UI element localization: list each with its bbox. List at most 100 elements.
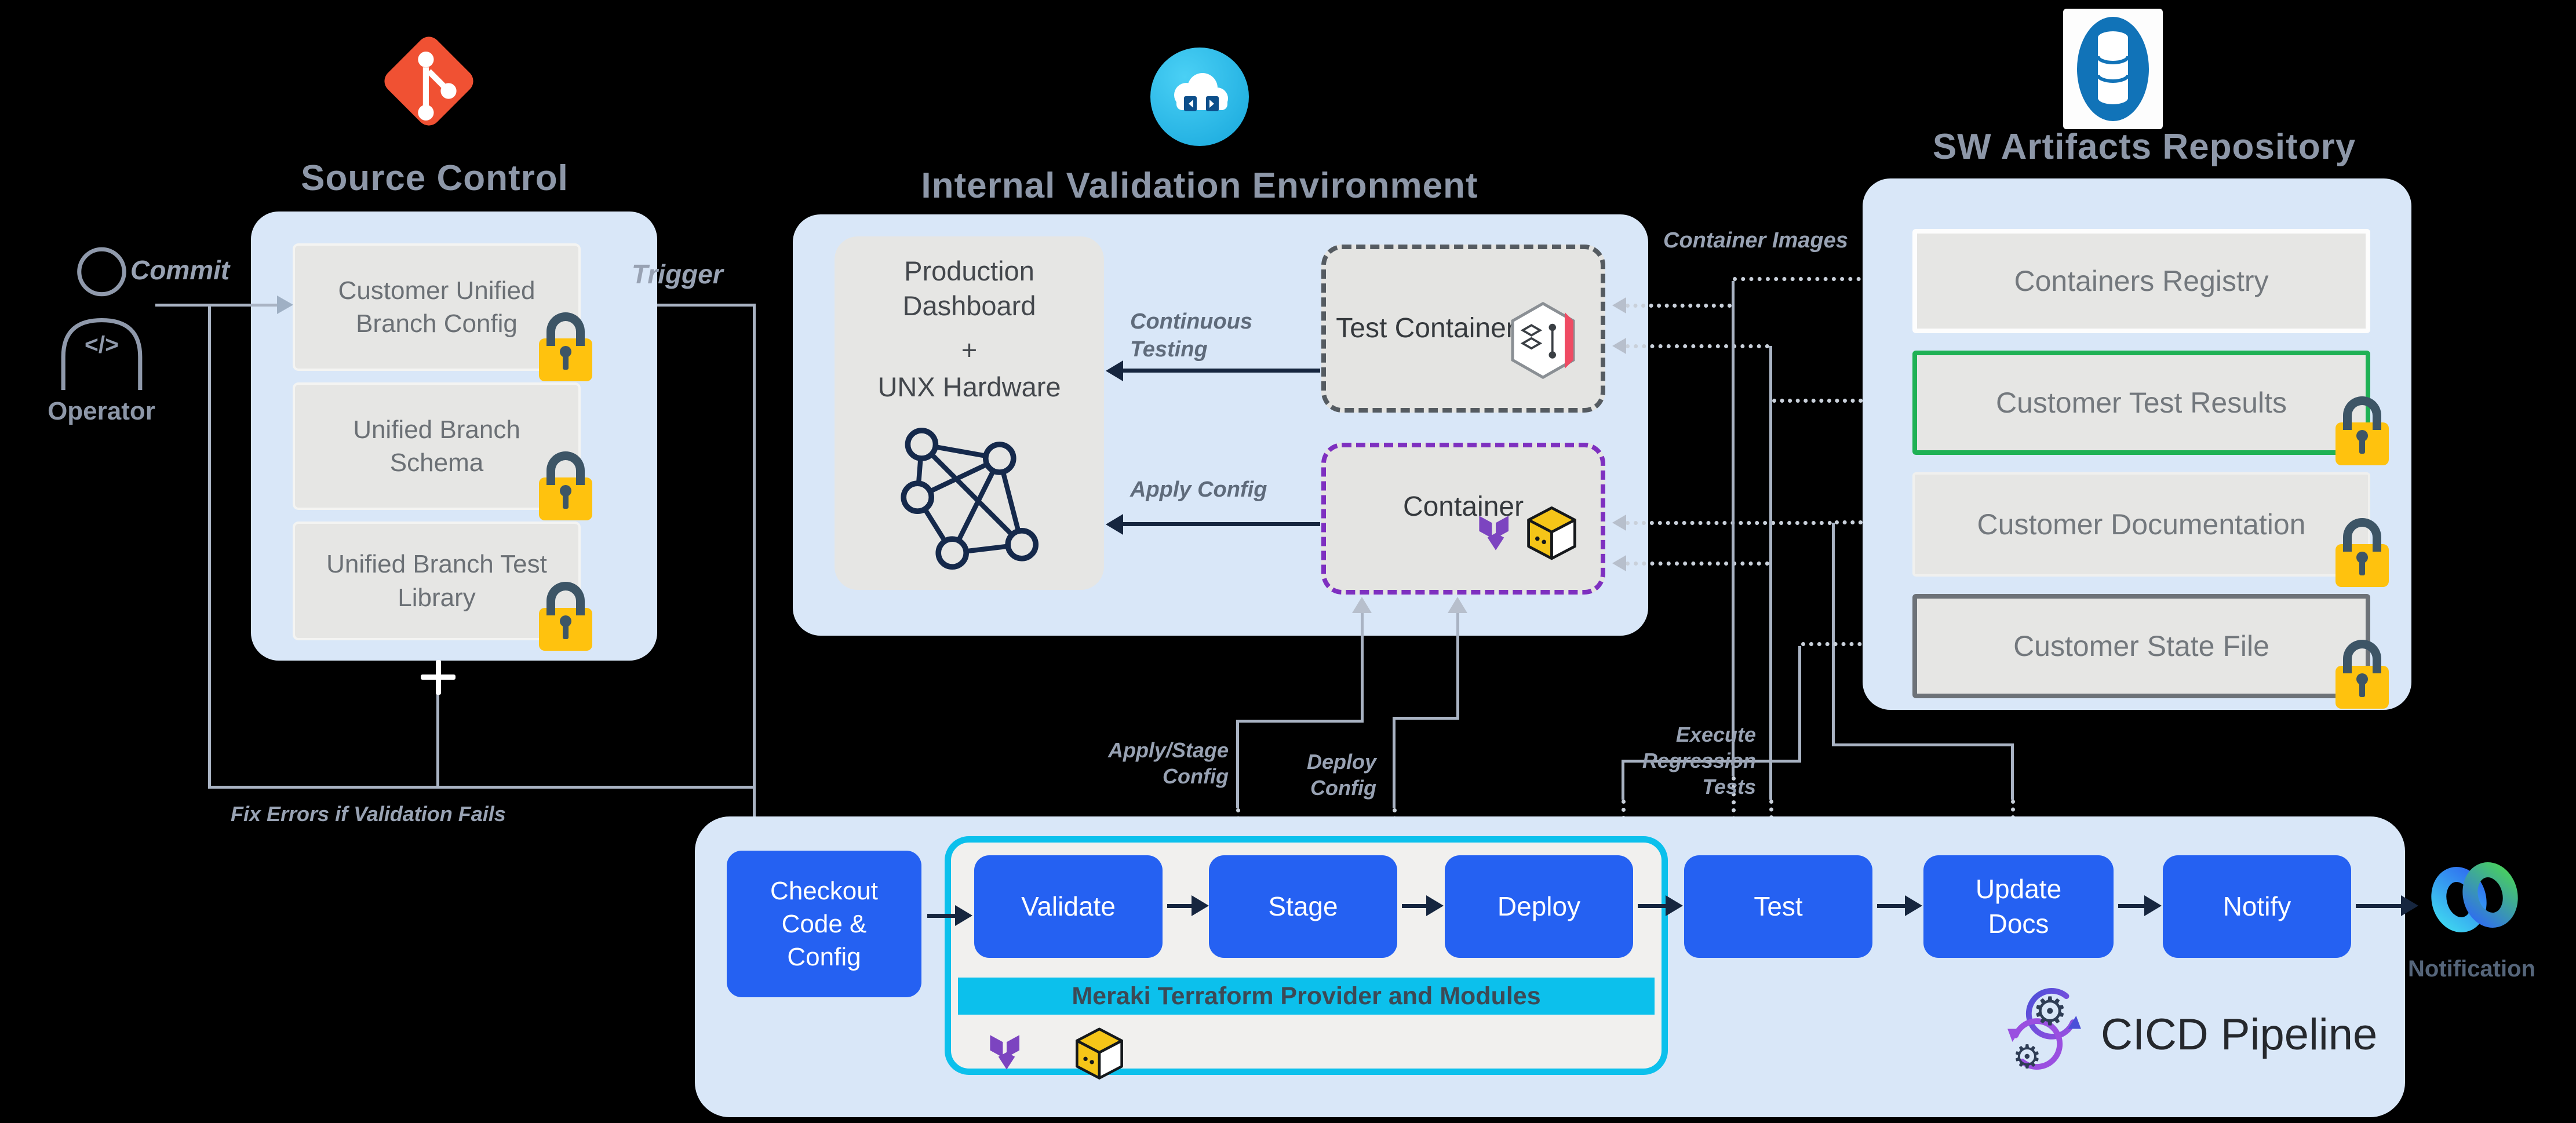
connector-line xyxy=(927,914,956,918)
commit-label: Commit xyxy=(130,255,230,285)
connector-line xyxy=(1832,523,1835,743)
operator-label: Operator xyxy=(48,397,155,425)
stage-stage: Stage xyxy=(1209,855,1397,958)
connector-line xyxy=(1732,776,1736,836)
connector-line xyxy=(2118,904,2145,908)
repo-item: Customer State File xyxy=(1912,594,2370,698)
arrow-icon xyxy=(2401,895,2418,916)
connector-line xyxy=(1772,399,1902,403)
arrow-icon xyxy=(1192,895,1209,916)
repo-item: Customer Test Results xyxy=(1912,351,2370,455)
stage-validate: Validate xyxy=(974,855,1163,958)
arrow-icon xyxy=(1106,514,1123,535)
connector-line xyxy=(1798,646,1801,760)
connector-line xyxy=(1626,344,1769,348)
connector-line xyxy=(657,304,756,307)
arrow-icon xyxy=(1612,555,1626,571)
repo-item: Containers Registry xyxy=(1912,229,2370,333)
arrow-icon xyxy=(1905,895,1922,916)
unx-hardware-label: UNX Hardware xyxy=(877,371,1061,402)
database-icon xyxy=(2063,9,2163,129)
source-control-title: Source Control xyxy=(301,158,569,198)
connector-line xyxy=(208,304,211,786)
connector-line xyxy=(1769,346,1772,800)
stage-deploy: Deploy xyxy=(1445,855,1633,958)
continuous-testing-label: Continuous Testing xyxy=(1130,309,1253,362)
arrow-icon xyxy=(1106,360,1123,381)
webex-icon xyxy=(2431,862,2518,932)
prod-plus-label: + xyxy=(961,334,978,365)
connector-line xyxy=(1123,522,1320,526)
connector-line xyxy=(155,304,278,307)
connector-line xyxy=(1361,613,1364,723)
connector-line xyxy=(1626,562,1769,566)
lock-icon xyxy=(539,312,592,381)
connector-line xyxy=(1622,760,1624,800)
cicd-loop-icon: ⚙ ⚙ xyxy=(2007,988,2081,1076)
trigger-label: Trigger xyxy=(632,259,723,289)
lock-icon xyxy=(539,582,592,651)
lock-icon xyxy=(2335,396,2389,465)
connector-line xyxy=(1167,904,1193,908)
connector-line xyxy=(1626,304,1732,308)
arrow-icon xyxy=(955,905,972,926)
arrow-icon xyxy=(1612,338,1626,354)
terraform-band-label: Meraki Terraform Provider and Modules xyxy=(958,978,1655,1015)
container-images-label: Container Images xyxy=(1663,228,1848,253)
lock-icon xyxy=(2335,518,2389,587)
terraform-icon xyxy=(1479,516,1509,550)
stage-notify: Notify xyxy=(2163,855,2351,958)
connector-line xyxy=(1733,277,1902,281)
repo-item: Customer Documentation xyxy=(1912,472,2370,577)
lock-icon xyxy=(539,451,592,520)
connector-line xyxy=(208,786,753,789)
artifacts-repo-title: SW Artifacts Repository xyxy=(1932,127,2356,167)
connector-line xyxy=(1123,369,1320,373)
prod-dashboard-label: Production Dashboard xyxy=(902,256,1036,322)
junction-plus-icon xyxy=(436,660,441,695)
connector-line xyxy=(1393,717,1396,808)
arrow-icon xyxy=(1666,895,1683,916)
source-item: Unified Branch Test Library xyxy=(293,522,581,640)
connector-line xyxy=(1732,281,1735,776)
stage-update-docs: Update Docs xyxy=(1923,855,2114,958)
operator-icon: </> xyxy=(61,247,143,390)
connector-line xyxy=(1236,720,1364,723)
cicd-pipeline-title: CICD Pipeline xyxy=(2101,1010,2378,1059)
source-item: Customer Unified Branch Config xyxy=(293,243,581,371)
svg-text:⚙: ⚙ xyxy=(2013,1038,2042,1076)
network-mesh-icon xyxy=(901,428,1039,570)
svg-text:</>: </> xyxy=(85,331,119,358)
connector-line xyxy=(2356,904,2402,908)
svg-text:⚙: ⚙ xyxy=(2032,988,2068,1034)
connector-line xyxy=(2011,743,2014,800)
arrow-icon xyxy=(1426,895,1444,916)
lock-icon xyxy=(2335,640,2389,709)
arrow-icon xyxy=(1448,597,1467,613)
connector-line xyxy=(1877,904,1906,908)
terraform-icon xyxy=(990,1035,1019,1070)
connector-line xyxy=(1638,904,1667,908)
test-container-label: Test Container xyxy=(1336,312,1515,344)
validation-env-title: Internal Validation Environment xyxy=(921,166,1478,206)
deploy-config-label: Deploy Config xyxy=(1306,750,1376,800)
connector-line xyxy=(1402,904,1427,908)
notification-label: Notification xyxy=(2408,956,2535,982)
execute-regression-tests-label: Execute Regression Tests xyxy=(1642,723,1756,799)
apply-stage-config-label: Apply/Stage Config xyxy=(1107,738,1229,788)
container-label: Container xyxy=(1402,491,1524,522)
arrow-icon xyxy=(2144,895,2162,916)
production-dashboard-box: Production Dashboard + UNX Hardware xyxy=(835,236,1104,590)
source-item: Unified Branch Schema xyxy=(293,382,581,510)
apply-config-label: Apply Config xyxy=(1130,477,1267,502)
connector-line xyxy=(1622,760,1801,763)
connector-line xyxy=(1236,720,1239,808)
fix-errors-label: Fix Errors if Validation Fails xyxy=(231,802,506,826)
connector-line xyxy=(436,661,439,786)
arrow-icon xyxy=(1612,297,1626,313)
git-icon xyxy=(380,32,478,130)
cube-icon xyxy=(1527,506,1576,560)
test-framework-icon xyxy=(1511,301,1575,380)
connector-line xyxy=(1393,717,1459,720)
